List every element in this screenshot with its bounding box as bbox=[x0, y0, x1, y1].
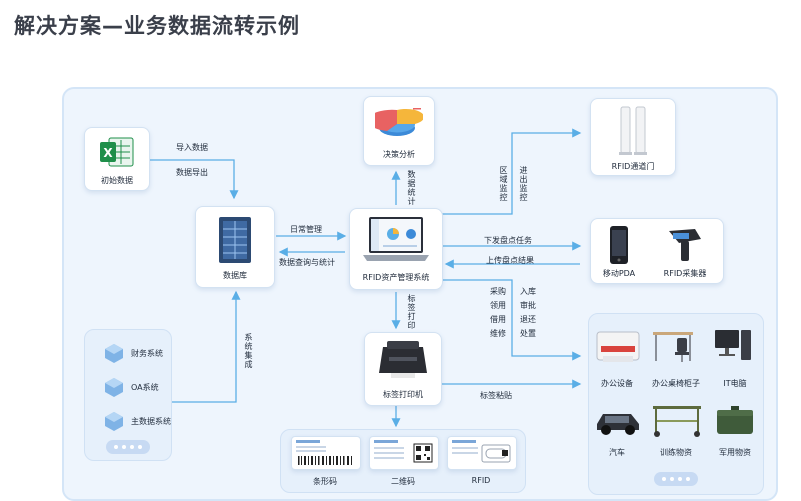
page-title: 解决方案—业务数据流转示例 bbox=[14, 14, 300, 38]
rfid-gate-icon bbox=[619, 106, 647, 155]
system-oa: OA系统 bbox=[131, 383, 159, 392]
system-finance: 财务系统 bbox=[131, 349, 163, 358]
asset-military-supplies: 军用物资 bbox=[719, 448, 751, 457]
label-type-rfid: RFID bbox=[471, 476, 491, 485]
flow-label-upload: 上传盘点结果 bbox=[486, 256, 534, 265]
asset-training-supplies: 训练物资 bbox=[660, 448, 692, 457]
rfid-tag-icon bbox=[452, 440, 511, 463]
more-dots bbox=[654, 472, 698, 486]
flow-label-inout: 进出监控 bbox=[519, 166, 528, 202]
flow-label-area: 区域监控 bbox=[499, 166, 508, 202]
node-mobile-pda-label: 移动PDA bbox=[602, 269, 636, 278]
op-repair: 维修 bbox=[490, 329, 506, 338]
asset-it-computer: IT电脑 bbox=[723, 379, 747, 388]
cube-icon bbox=[105, 412, 123, 431]
op-purchase: 采购 bbox=[490, 287, 506, 296]
barcode-icon bbox=[296, 440, 352, 465]
asset-office-furniture: 办公桌椅柜子 bbox=[652, 379, 700, 388]
rfid-label-card bbox=[447, 436, 517, 470]
flow-label-query: 数据查询与统计 bbox=[279, 258, 335, 267]
barcode-label-card bbox=[291, 436, 361, 470]
pda-icon bbox=[610, 226, 628, 264]
arrow-integration bbox=[172, 290, 241, 403]
label-printer-icon bbox=[379, 341, 427, 378]
flow-label-stats: 数据统计 bbox=[407, 170, 416, 206]
group-label-types: 条形码 二维码 RFID bbox=[280, 429, 526, 493]
asset-car: 汽车 bbox=[609, 448, 625, 457]
military-case-icon bbox=[717, 406, 753, 434]
flow-label-print: 标签打印 bbox=[407, 294, 416, 330]
op-receive: 领用 bbox=[490, 301, 506, 310]
excel-icon: X bbox=[100, 137, 134, 167]
svg-text:X: X bbox=[103, 146, 113, 160]
pie-chart-icon bbox=[375, 108, 423, 136]
flow-label-integration: 系统集成 bbox=[244, 333, 253, 369]
office-furniture-icon bbox=[653, 332, 693, 362]
op-stock-in: 入库 bbox=[520, 287, 536, 296]
qrcode-label-card bbox=[369, 436, 439, 470]
computer-icon bbox=[715, 330, 751, 360]
node-rfid-reader-label: RFID采集器 bbox=[663, 269, 707, 278]
node-printer-label: 标签打印机 bbox=[383, 390, 423, 399]
server-rack-icon bbox=[219, 217, 251, 263]
flow-label-issue: 下发盘点任务 bbox=[484, 236, 532, 245]
more-dots bbox=[106, 440, 150, 454]
group-external-systems: 财务系统 OA系统 主数据系统 bbox=[84, 329, 172, 461]
qrcode-icon bbox=[374, 440, 433, 463]
op-dispose: 处置 bbox=[520, 329, 536, 338]
printer-device-icon bbox=[596, 331, 640, 362]
node-rfid-system: RFID资产管理系统 bbox=[349, 208, 443, 290]
op-borrow: 借用 bbox=[490, 315, 506, 324]
arrow-import bbox=[150, 159, 239, 200]
label-type-barcode: 条形码 bbox=[313, 477, 337, 486]
node-initial-data: X 初始数据 bbox=[84, 127, 150, 191]
node-mobile-devices: 移动PDA RFID采集器 bbox=[590, 218, 724, 284]
laptop-icon bbox=[363, 217, 429, 261]
op-approve: 审批 bbox=[520, 301, 536, 310]
cube-icon bbox=[105, 378, 123, 397]
node-decision: 决策分析 bbox=[363, 96, 435, 166]
node-decision-label: 决策分析 bbox=[383, 150, 415, 159]
node-rfid-gate-label: RFID通道门 bbox=[611, 162, 655, 171]
flow-label-paste: 标签粘贴 bbox=[480, 391, 512, 400]
flow-label-import: 导入数据 bbox=[176, 143, 208, 152]
arrow-gate bbox=[442, 128, 582, 215]
flow-label-daily: 日常管理 bbox=[290, 225, 322, 234]
system-master-data: 主数据系统 bbox=[131, 417, 171, 426]
node-database-label: 数据库 bbox=[223, 271, 247, 280]
node-rfid-system-label: RFID资产管理系统 bbox=[362, 273, 430, 282]
cube-icon bbox=[105, 344, 123, 363]
node-database: 数据库 bbox=[195, 206, 275, 288]
node-rfid-gate: RFID通道门 bbox=[590, 98, 676, 176]
car-icon bbox=[597, 414, 639, 435]
group-assets: 办公设备 办公桌椅柜子 IT电脑 汽车 训练物资 军用物资 bbox=[588, 313, 764, 495]
node-printer: 标签打印机 bbox=[364, 332, 442, 406]
asset-office-equipment: 办公设备 bbox=[601, 379, 633, 388]
node-initial-data-label: 初始数据 bbox=[101, 176, 133, 185]
label-type-qrcode: 二维码 bbox=[391, 477, 415, 486]
op-return: 退还 bbox=[520, 315, 536, 324]
flow-label-export: 数据导出 bbox=[176, 168, 208, 177]
arrow-ops bbox=[442, 279, 582, 361]
training-equipment-icon bbox=[653, 406, 701, 437]
rfid-reader-icon bbox=[669, 229, 701, 261]
